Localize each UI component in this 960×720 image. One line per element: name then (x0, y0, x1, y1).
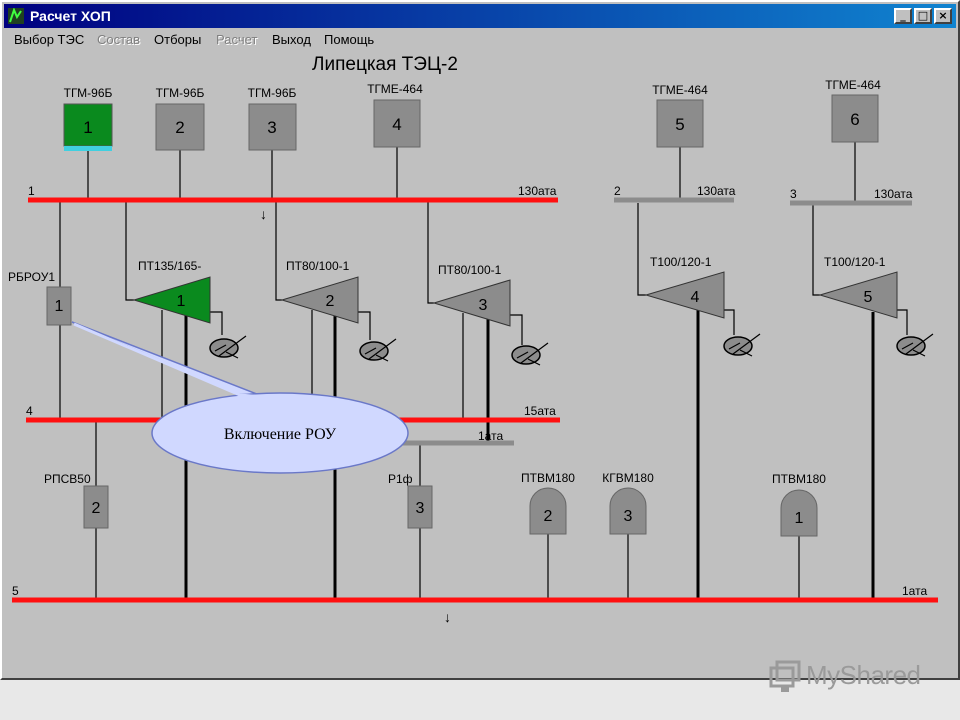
pcb-2[interactable]: РПСВ50 2 (44, 472, 109, 529)
boiler-5[interactable]: ТГМЕ-464 5 (652, 83, 708, 148)
boiler-6-number: 6 (850, 110, 859, 129)
header-5-number: 5 (12, 584, 19, 598)
rou-number: 1 (55, 298, 64, 315)
header-3-pressure: 130ата (874, 187, 913, 201)
boiler-2-number: 2 (175, 118, 184, 137)
header-130-3: 3 130ата (790, 187, 913, 206)
maximize-button[interactable]: □ (914, 8, 932, 24)
watermark-text: MyShared (806, 660, 921, 690)
rou-1[interactable]: РБРОУ1 1 (8, 270, 72, 326)
turbine-2-type: ПТ80/100-1 (286, 259, 350, 273)
boiler-5-type: ТГМЕ-464 (652, 83, 708, 97)
boiler-2[interactable]: ТГМ-96Б 2 (155, 86, 205, 151)
watermark: MyShared (766, 656, 936, 696)
turbine-3-type: ПТ80/100-1 (438, 263, 502, 277)
generator-2 (359, 338, 397, 362)
boiler-4-number: 4 (392, 115, 401, 134)
menu-select-tps[interactable]: Выбор ТЭС (14, 32, 85, 47)
boiler-6-type: ТГМЕ-464 (825, 78, 881, 92)
boiler-2-type: ТГМ-96Б (156, 86, 205, 100)
turbine-5-type: Т100/120-1 (824, 255, 886, 269)
pcb-label: РПСВ50 (44, 472, 91, 486)
boiler-3-number: 3 (267, 118, 276, 137)
header-5-pressure: 1ата (902, 584, 927, 598)
boiler-4-type: ТГМЕ-464 (367, 82, 423, 96)
p1f-label: Р1ф (388, 472, 413, 486)
header-3-number: 3 (790, 187, 797, 201)
turbine-2[interactable]: ПТ80/100-1 2 (280, 259, 359, 324)
header-2-pressure: 130ата (697, 184, 736, 198)
boiler-4[interactable]: ТГМЕ-464 4 (367, 82, 423, 148)
header-130-2: 2 130ата (614, 184, 736, 203)
turbine-1[interactable]: ПТ135/165- 1 (132, 259, 211, 324)
menu-exit[interactable]: Выход (272, 32, 311, 47)
boiler-1-type: ТГМ-96Б (64, 86, 113, 100)
generator-4 (723, 333, 761, 357)
menu-bar: Выбор ТЭС Состав Отборы Расчет Выход Пом… (4, 30, 956, 50)
p1f-3[interactable]: Р1ф 3 (388, 472, 433, 529)
boiler-3[interactable]: ТГМ-96Б 3 (248, 86, 297, 151)
generator-3 (511, 342, 549, 366)
boiler-1[interactable]: ТГМ-96Б 1 (63, 86, 113, 151)
turbine-4[interactable]: Т100/120-1 4 (644, 255, 725, 319)
watermark-logo-icon (769, 660, 801, 692)
water-boiler-2-number: 2 (544, 508, 553, 525)
water-boiler-3[interactable]: КГВМ180 3 (602, 471, 654, 535)
rou-label: РБРОУ1 (8, 270, 55, 284)
flow-arrow-down-1: ↓ (260, 206, 267, 222)
menu-extractions[interactable]: Отборы (154, 32, 202, 47)
menu-composition[interactable]: Состав (97, 32, 141, 47)
header-130-main: 1 130ата (28, 184, 558, 203)
turbine-4-type: Т100/120-1 (650, 255, 712, 269)
boiler-5-number: 5 (675, 115, 684, 134)
turbine-4-number: 4 (691, 289, 700, 306)
boiler-1-number: 1 (83, 118, 92, 137)
water-boiler-2-type: ПТВМ180 (521, 471, 575, 485)
callout-text: Включение РОУ (224, 426, 337, 443)
turbine-1-type: ПТ135/165- (138, 259, 201, 273)
callout-bubble: Включение РОУ (71, 321, 409, 474)
title-bar[interactable]: Расчет ХОП _ □ × (4, 4, 956, 28)
water-boiler-1-number: 1 (795, 510, 804, 527)
header-4-pressure: 15ата (524, 404, 556, 418)
header-1ata-mid: 1ата (400, 429, 514, 446)
water-boiler-3-type: КГВМ180 (602, 471, 654, 485)
scheme-canvas: Липецкая ТЭЦ-2 (8, 54, 938, 625)
menu-help[interactable]: Помощь (324, 32, 375, 47)
turbine-3-number: 3 (479, 297, 488, 314)
turbine-3[interactable]: ПТ80/100-1 3 (432, 263, 511, 327)
generator-5 (896, 333, 934, 357)
boiler-3-type: ТГМ-96Б (248, 86, 297, 100)
plant-title: Липецкая ТЭЦ-2 (312, 54, 458, 75)
water-boiler-2[interactable]: ПТВМ180 2 (521, 471, 575, 535)
header-1-number: 1 (28, 184, 35, 198)
menu-calculation[interactable]: Расчет (216, 32, 258, 47)
thin-pipes (59, 142, 908, 600)
header-2-number: 2 (614, 184, 621, 198)
window-title: Расчет ХОП (30, 8, 111, 24)
minimize-button[interactable]: _ (894, 8, 912, 24)
water-boiler-3-number: 3 (624, 508, 633, 525)
header-mid-pressure: 1ата (478, 429, 503, 443)
pcb-number: 2 (92, 500, 101, 517)
turbine-5[interactable]: Т100/120-1 5 (818, 255, 898, 319)
header-1-pressure: 130ата (518, 184, 557, 198)
generator-1 (209, 335, 247, 359)
close-button[interactable]: × (934, 8, 952, 24)
water-boiler-1[interactable]: ПТВМ180 1 (772, 472, 826, 537)
header-4-number: 4 (26, 404, 33, 418)
header-1ata: 5 1ата (12, 584, 938, 603)
water-boiler-1-type: ПТВМ180 (772, 472, 826, 486)
turbine-1-number: 1 (177, 293, 186, 310)
p1f-number: 3 (416, 500, 425, 517)
turbine-2-number: 2 (326, 293, 335, 310)
flow-arrow-down-2: ↓ (444, 609, 451, 625)
turbine-5-number: 5 (864, 289, 873, 306)
slide-bottom-band (0, 680, 960, 720)
boiler-6[interactable]: ТГМЕ-464 6 (825, 78, 881, 143)
app-icon (8, 8, 24, 24)
